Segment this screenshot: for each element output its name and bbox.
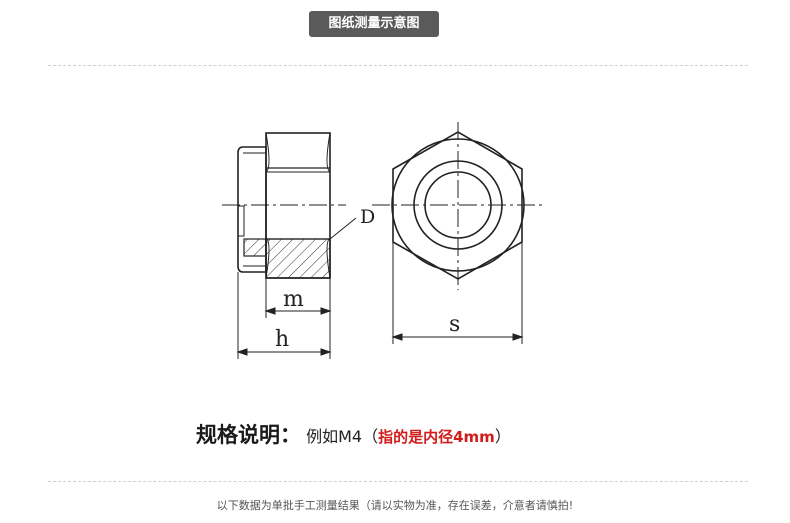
spec-highlight: 指的是内径4mm [378, 428, 495, 446]
front-view [372, 122, 544, 290]
nut-drawing: D m h s [222, 122, 544, 359]
s-dimension [391, 242, 524, 344]
measurement-note: 以下数据为单批手工测量结果（请以实物为准，存在误差，介意者请慎拍! [216, 499, 574, 512]
spec-line: 规格说明： 例如M4（指的是内径4mm） [196, 419, 511, 449]
spec-paren-close: ） [494, 427, 511, 446]
section-hatch [265, 238, 331, 279]
spec-example: 例如M4 [306, 427, 363, 446]
m-dimension [264, 278, 332, 318]
top-divider [48, 65, 748, 66]
label-h: h [275, 327, 289, 352]
spec-label: 规格说明： [196, 423, 301, 447]
diagram-title-badge: 图纸测量示意图 [309, 11, 439, 37]
label-s: s [449, 312, 460, 337]
h-dimension [236, 272, 332, 359]
spec-paren-open: （ [362, 427, 379, 446]
label-m: m [283, 287, 304, 312]
d-leader [329, 217, 357, 240]
label-d: D [360, 206, 375, 228]
bottom-divider [48, 481, 748, 482]
insert-hatch [243, 238, 267, 257]
